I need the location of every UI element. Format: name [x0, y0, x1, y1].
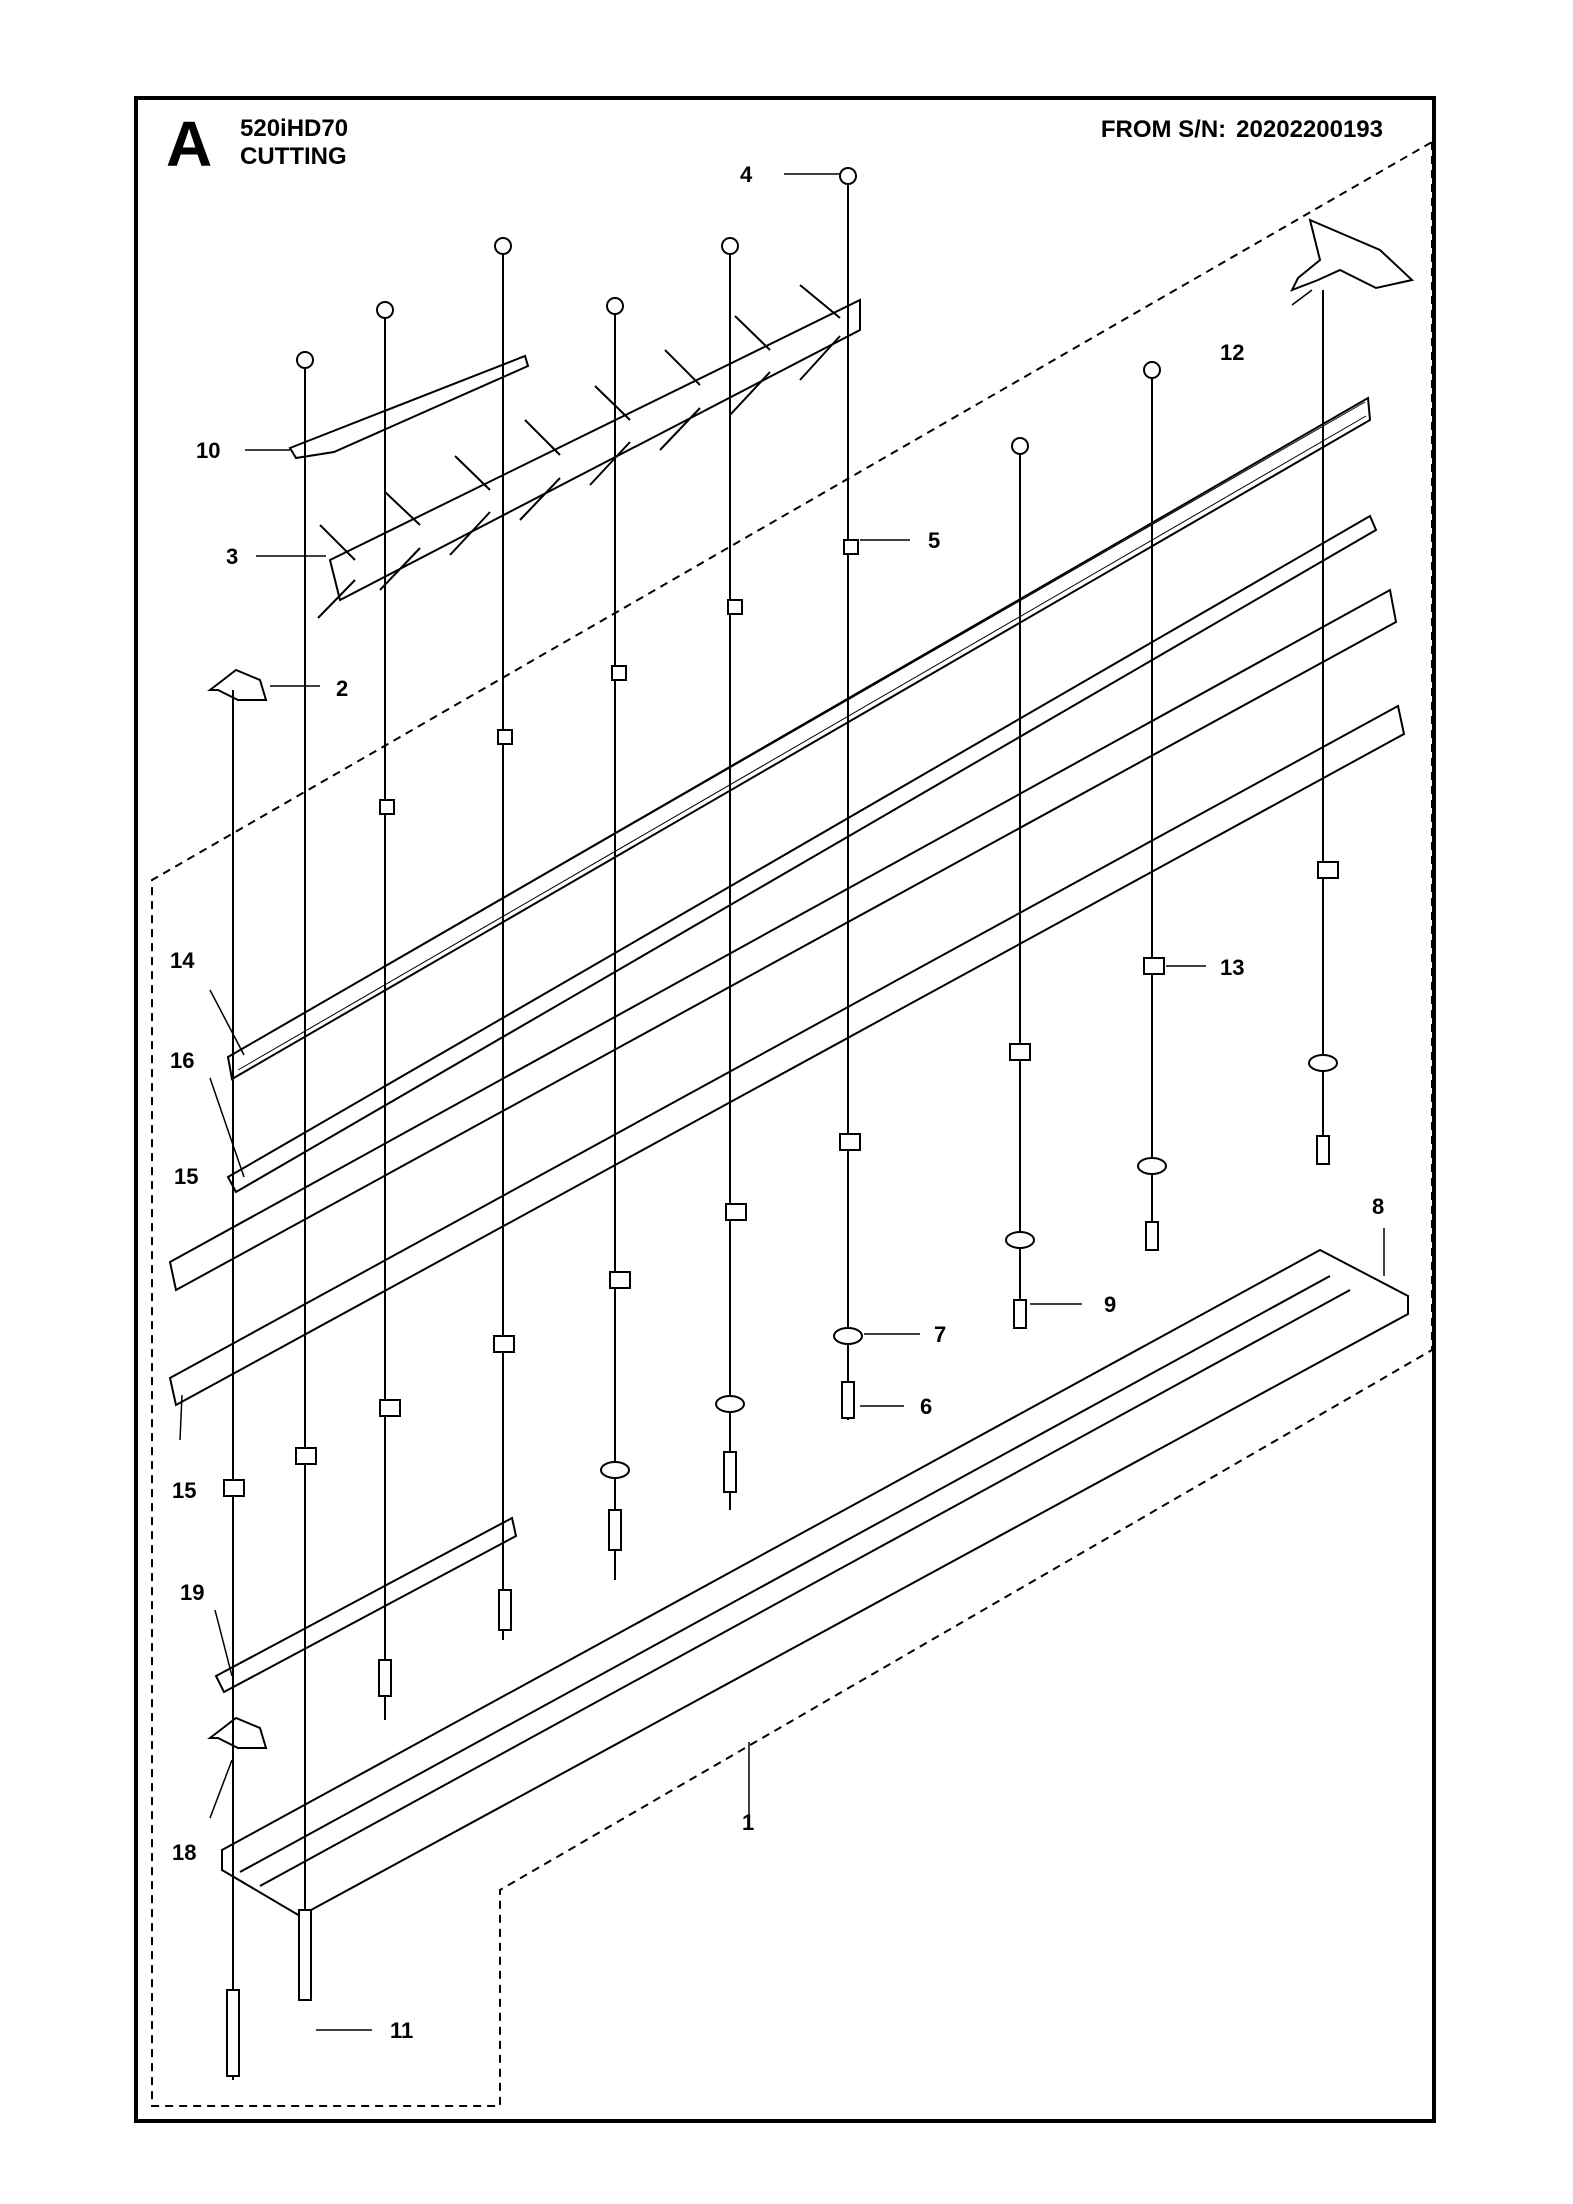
- cutting-guard-1: [221, 1248, 1409, 1918]
- callout-11: 11: [390, 2018, 413, 2043]
- callout-2: 2: [336, 676, 348, 701]
- callout-14: 14: [170, 948, 195, 973]
- nut-stack: [223, 167, 1339, 2077]
- callout-16: 16: [170, 1048, 194, 1073]
- callout-13: 13: [1220, 955, 1244, 980]
- lower-blade-15a: [168, 588, 1398, 1292]
- callout-12: 12: [1220, 340, 1244, 365]
- callout-6: 6: [920, 1394, 932, 1419]
- serial-label: FROM S/N:: [1100, 116, 1227, 143]
- upper-blade-3: [317, 284, 861, 619]
- guard-rail-14: [226, 396, 1372, 1081]
- serial-number: 20202200193: [1236, 116, 1383, 143]
- callout-19: 19: [180, 1580, 204, 1605]
- callout-5: 5: [928, 528, 940, 553]
- plate-19: [214, 1516, 518, 1694]
- drawing-frame: [134, 96, 1436, 2123]
- callout-7: 7: [934, 1322, 946, 1347]
- callout-8: 8: [1372, 1194, 1384, 1219]
- bracket-2: [207, 668, 268, 701]
- plate-16: [226, 514, 1378, 1194]
- serial-info: FROM S/N: 20202200193: [1101, 116, 1383, 144]
- callout-3: 3: [226, 544, 238, 569]
- callout-labels: 4 10 3 2 5 12 13 14 16 15 8 9 7 6 15 19 …: [170, 162, 1384, 2043]
- section-letter: A: [166, 108, 213, 180]
- section-name: CUTTING: [240, 143, 347, 170]
- callout-10: 10: [196, 438, 220, 463]
- dashed-group-outline: [151, 141, 1433, 2107]
- leader-lines: [179, 173, 1385, 2031]
- model-title: 520iHD70: [240, 115, 349, 142]
- callout-9: 9: [1104, 1292, 1116, 1317]
- callout-4: 4: [740, 162, 753, 187]
- lower-blade-15b: [168, 704, 1406, 1407]
- callout-15a: 15: [174, 1164, 198, 1189]
- fastener-axis-lines: [232, 176, 1324, 2080]
- plate-10: [288, 354, 530, 460]
- callout-1: 1: [742, 1810, 754, 1835]
- callout-15b: 15: [172, 1478, 196, 1503]
- tool-12: [1289, 218, 1415, 292]
- callout-18: 18: [172, 1840, 196, 1865]
- bracket-18: [207, 1716, 268, 1749]
